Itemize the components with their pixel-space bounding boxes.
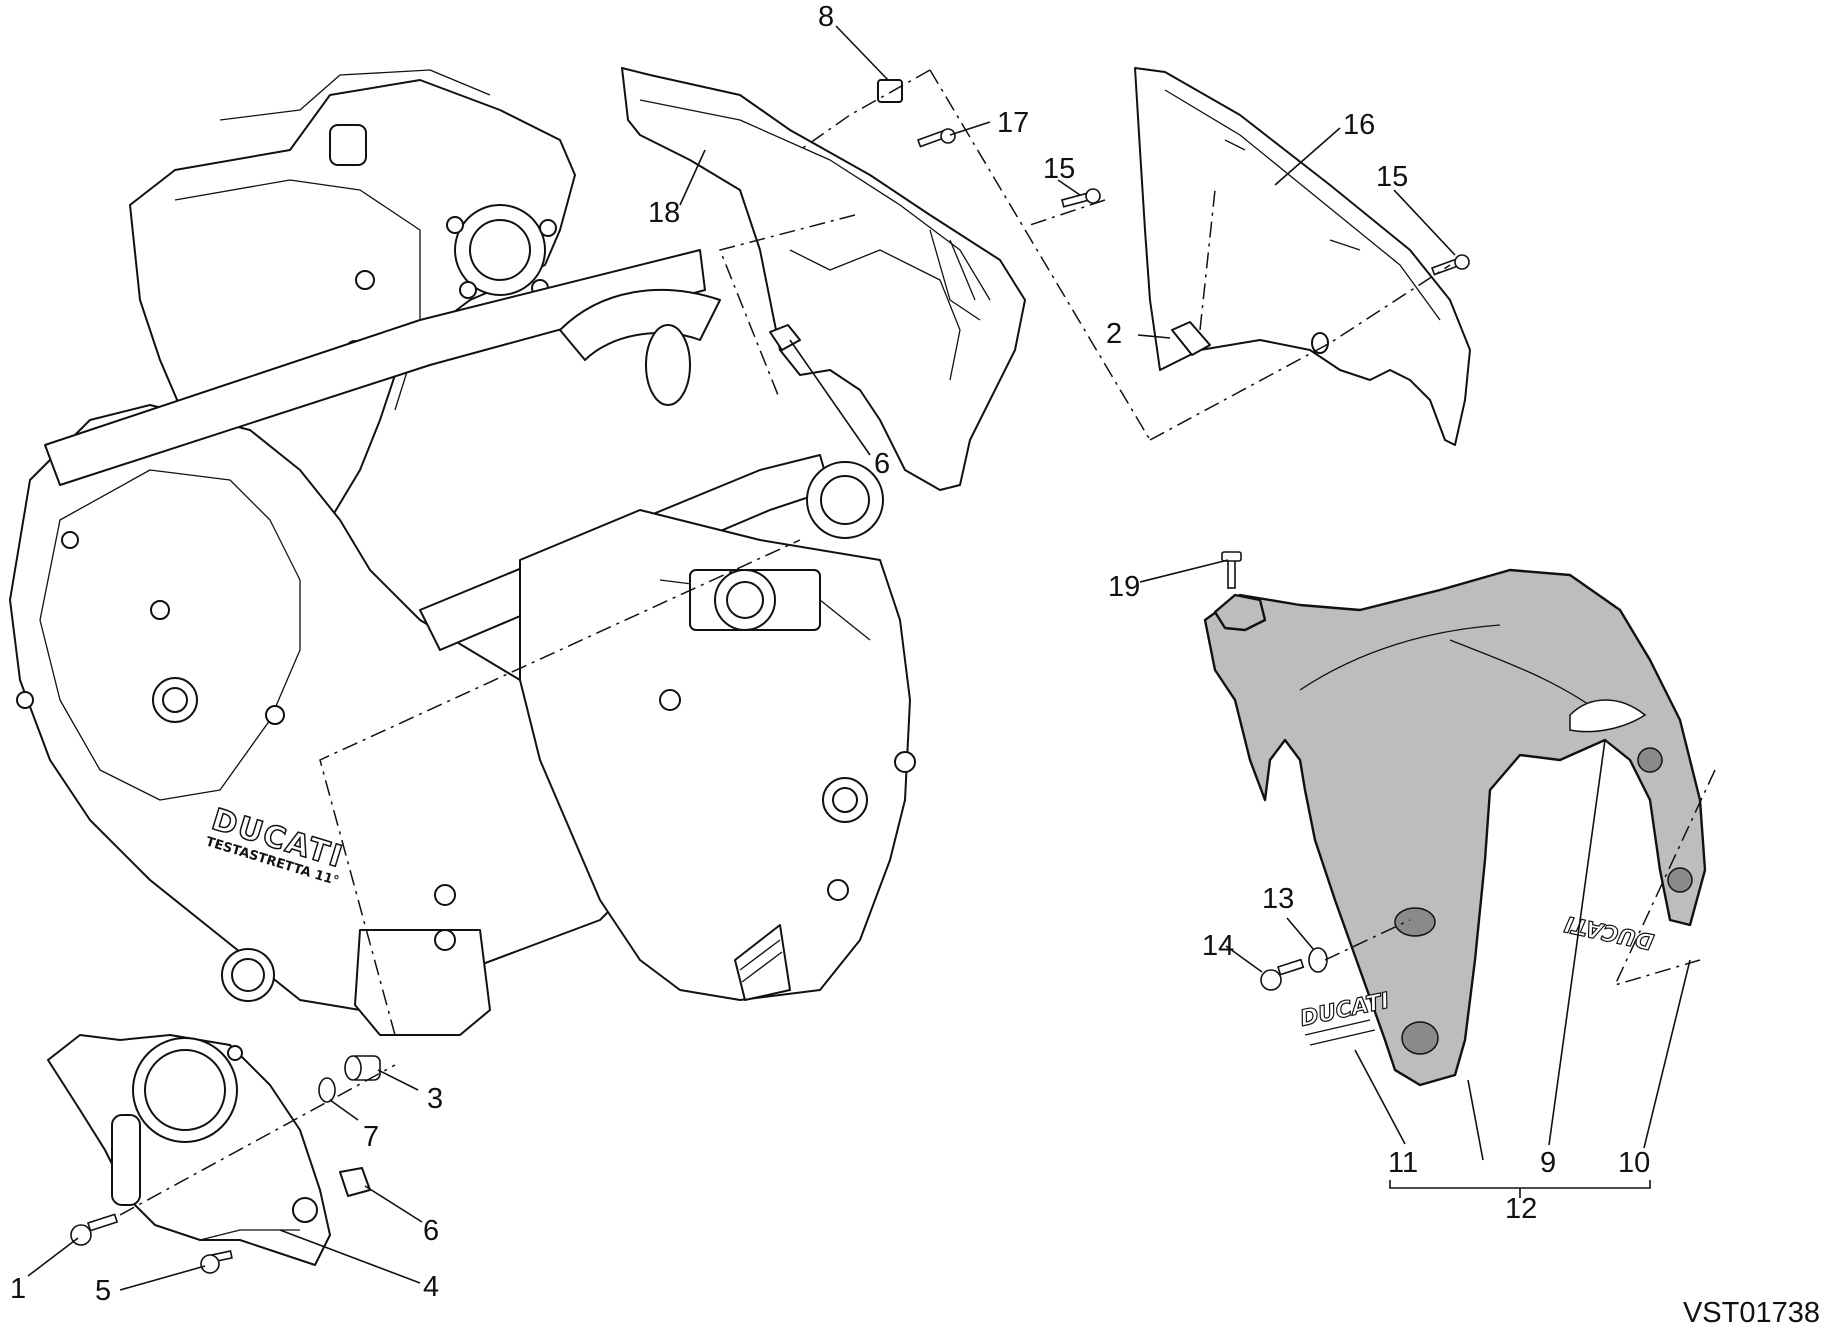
callout-15-right: 15	[1376, 161, 1408, 193]
part-1-screw	[70, 1213, 119, 1246]
part-15-screw-b	[1430, 254, 1470, 276]
callout-10: 10	[1618, 1147, 1650, 1179]
part-8-nut	[877, 79, 903, 103]
part-7-washer	[318, 1077, 336, 1103]
part-3-spacer	[344, 1055, 381, 1081]
part-19-screw	[1221, 551, 1242, 589]
part-5-screw	[200, 1250, 233, 1274]
part-9-badge	[1569, 699, 1647, 733]
callout-1: 1	[10, 1273, 26, 1305]
callout-19: 19	[1108, 571, 1140, 603]
callout-2: 2	[1106, 318, 1122, 350]
part-2-clip	[1171, 321, 1211, 356]
callout-12: 12	[1505, 1193, 1537, 1225]
engine-illustration: DUCATI TESTASTRETTA 11°	[9, 69, 916, 1036]
part-15-screw-a	[1061, 188, 1101, 208]
callout-9: 9	[1540, 1147, 1556, 1179]
callout-17: 17	[997, 107, 1029, 139]
callout-13: 13	[1262, 883, 1294, 915]
callout-6-upper: 6	[874, 448, 890, 480]
callout-4: 4	[423, 1271, 439, 1303]
callout-18: 18	[648, 197, 680, 229]
callout-labels: 1 5 4 6 7 3 6 8 17 18 15 16 15 2 19 13 1…	[10, 1, 1650, 1307]
part-4-sprocket-cover	[47, 1034, 331, 1266]
callout-16: 16	[1343, 109, 1375, 141]
part-6-nut-lower	[339, 1167, 371, 1197]
callout-5: 5	[95, 1275, 111, 1307]
part-13-washer	[1308, 947, 1328, 973]
callout-7: 7	[363, 1121, 379, 1153]
callout-11: 11	[1388, 1147, 1418, 1179]
part-12-shaded-cover	[1203, 568, 1707, 1087]
callout-6-lower: 6	[423, 1215, 439, 1247]
callout-3: 3	[427, 1083, 443, 1115]
part-14-screw	[1260, 958, 1305, 991]
callout-8: 8	[818, 1, 834, 33]
leader-lines	[27, 25, 1691, 1291]
part-16-belt-cover	[1134, 67, 1471, 446]
callout-14: 14	[1202, 930, 1234, 962]
drawing-id: VST01738	[1683, 1297, 1820, 1329]
callout-15-left: 15	[1043, 153, 1075, 185]
assembly-lines	[119, 69, 1716, 1216]
part-17-screw	[916, 128, 956, 148]
part-18-belt-cover	[621, 67, 1026, 491]
